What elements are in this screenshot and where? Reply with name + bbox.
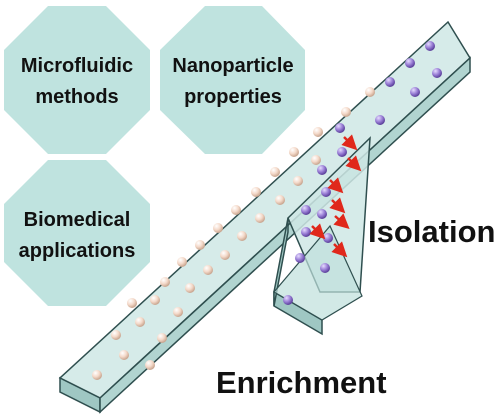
light-particle	[365, 87, 375, 97]
red-arrow-icon	[309, 223, 326, 240]
red-arrow-icon	[331, 241, 348, 258]
octagon-nanoparticle	[160, 6, 305, 154]
light-particle	[145, 360, 155, 370]
badge-microfluidic-line2: methods	[35, 86, 118, 108]
badge-biomedical-line2: applications	[19, 240, 136, 262]
channel-branch-front	[273, 217, 289, 307]
light-particle	[119, 350, 129, 360]
purple-particle	[410, 87, 420, 97]
light-particle	[237, 231, 247, 241]
light-particle	[255, 213, 265, 223]
light-particle	[92, 370, 102, 380]
purple-particle	[323, 233, 333, 243]
light-particle	[275, 195, 285, 205]
light-particle	[213, 223, 223, 233]
purple-particle	[335, 123, 345, 133]
light-particle	[173, 307, 183, 317]
light-particle	[135, 317, 145, 327]
purple-particle	[385, 77, 395, 87]
light-particle	[251, 187, 261, 197]
purple-particle	[301, 205, 311, 215]
purple-particle	[301, 227, 311, 237]
red-arrow-icon	[327, 177, 344, 194]
purple-particle	[320, 263, 330, 273]
light-particle	[270, 167, 280, 177]
purple-particle	[321, 187, 331, 197]
light-particle	[195, 240, 205, 250]
badge-nanoparticle-line2: properties	[184, 86, 282, 108]
red-arrows	[309, 134, 362, 258]
microfluidic-channel	[58, 20, 471, 414]
octagon-microfluidic	[4, 6, 150, 154]
light-particle	[231, 205, 241, 215]
purple-particle	[337, 147, 347, 157]
light-particle	[220, 250, 230, 260]
purple-particle	[317, 165, 327, 175]
purple-particles	[283, 41, 442, 305]
light-particle	[203, 265, 213, 275]
light-particles	[92, 87, 375, 380]
label-enrichment: Enrichment	[216, 365, 387, 400]
label-isolation: Isolation	[368, 214, 495, 249]
purple-particle	[317, 209, 327, 219]
light-particle	[157, 333, 167, 343]
badge-nanoparticle-line1: Nanoparticle	[172, 55, 293, 77]
light-particle	[293, 176, 303, 186]
red-arrow-icon	[345, 155, 362, 172]
light-particle	[341, 107, 351, 117]
light-particle	[150, 295, 160, 305]
light-particle	[160, 277, 170, 287]
red-arrow-icon	[341, 134, 358, 151]
light-particle	[111, 330, 121, 340]
light-particle	[185, 283, 195, 293]
purple-particle	[405, 58, 415, 68]
light-particle	[313, 127, 323, 137]
light-particle	[311, 155, 321, 165]
purple-particle	[283, 295, 293, 305]
light-particle	[289, 147, 299, 157]
octagon-biomedical	[4, 160, 150, 306]
purple-particle	[432, 68, 442, 78]
purple-particle	[375, 115, 385, 125]
red-arrow-icon	[333, 213, 350, 229]
red-arrow-icon	[329, 197, 346, 214]
badge-microfluidic-line1: Microfluidic	[21, 55, 133, 77]
light-particle	[177, 257, 187, 267]
badge-biomedical-line1: Biomedical	[24, 209, 131, 231]
purple-particle	[295, 253, 305, 263]
light-particle	[127, 298, 137, 308]
purple-particle	[425, 41, 435, 51]
